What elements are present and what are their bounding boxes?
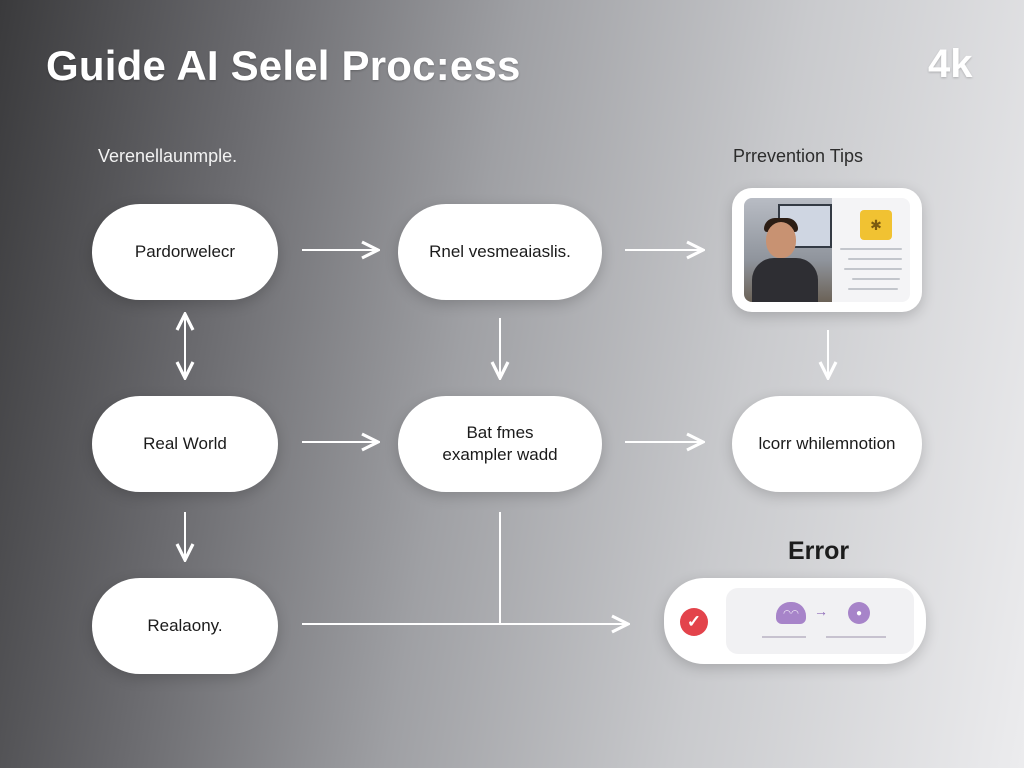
node-r1c1: Pardorwelecr: [92, 204, 278, 300]
target-icon: ●: [848, 602, 870, 624]
page-title: Guide AI Selel Proc:ess: [46, 42, 521, 89]
node-r2c1-label: Real World: [143, 434, 227, 453]
node-r2c1: Real World: [92, 396, 278, 492]
node-r2c3-label: lcorr whilemnotion: [758, 434, 896, 453]
node-r1c2-label: Rnel vesmeaiaslis.: [429, 242, 571, 261]
error-illustration: ◠◠ → ●: [726, 588, 914, 654]
node-r2c2-line1: Bat fmes: [466, 423, 534, 442]
node-r2c2-line2: exampler wadd: [442, 445, 558, 464]
check-icon: ✓: [680, 608, 708, 636]
error-label: Error: [788, 537, 850, 565]
puzzle-icon: ✱: [860, 210, 892, 240]
person-photo: [744, 198, 832, 302]
node-r1c1-label: Pardorwelecr: [134, 242, 236, 261]
node-r3c1-label: Realaony.: [147, 616, 223, 635]
prevention-tips-card: ✱: [732, 188, 922, 312]
node-r1c2: Rnel vesmeaiaslis.: [398, 204, 602, 300]
left-column-header: Verenellaunmple.: [98, 146, 238, 166]
node-r2c3: lcorr whilemnotion: [732, 396, 922, 492]
error-card: ✓ ◠◠ → ●: [664, 578, 926, 664]
node-r3c1: Realaony.: [92, 578, 278, 674]
arrow-right-icon: →: [814, 603, 828, 619]
resolution-badge: 4k: [928, 42, 973, 86]
user-icon: ◠◠: [776, 602, 806, 624]
thumbnail-image: ✱: [744, 198, 910, 302]
right-column-header: Prrevention Tips: [733, 146, 864, 166]
node-r2c2: Bat fmes exampler wadd: [398, 396, 602, 492]
